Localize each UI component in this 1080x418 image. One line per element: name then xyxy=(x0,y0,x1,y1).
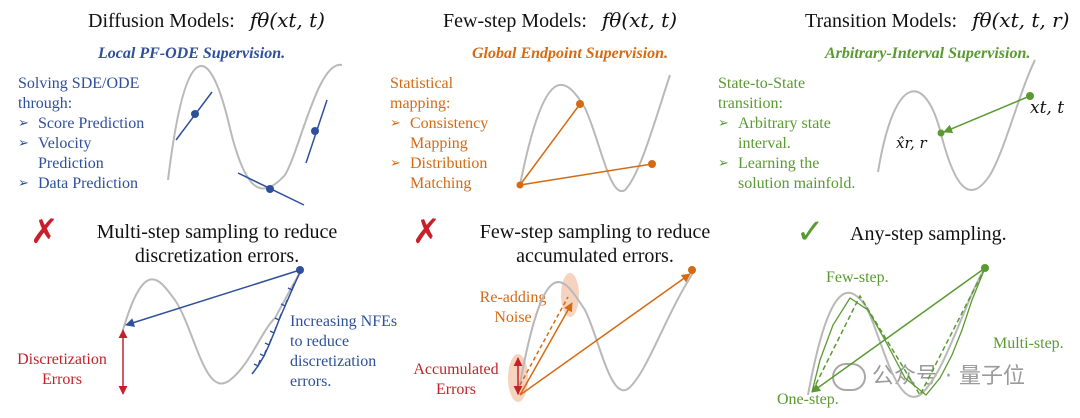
one-step-label: One-step. xyxy=(777,391,839,408)
check-icon: ✓ xyxy=(796,212,825,252)
panel3-intro: State-to-State transition: xyxy=(718,75,806,112)
point-marker xyxy=(266,185,274,193)
panel2-bottom-diagram xyxy=(508,266,696,402)
panel1-subtitle: Local PF-ODE Supervision. xyxy=(98,45,286,62)
panel3-title: Transition Models: fθ(xt, t, r) xyxy=(805,8,1069,33)
accumulated-errors-label: Accumulated Errors xyxy=(413,361,499,398)
panel1-title: Diffusion Models: fθ(xt, t) xyxy=(88,8,325,33)
panel1-top-diagram xyxy=(167,63,343,206)
multi-step-label: Multi-step. xyxy=(993,335,1064,352)
point-marker xyxy=(688,266,696,274)
one-step-arrow xyxy=(125,269,301,327)
cross-icon: ✗ xyxy=(412,212,441,252)
few-step-label: Few-step. xyxy=(826,269,889,286)
panel2-intro: Statistical mapping: xyxy=(390,75,454,112)
step-arrow xyxy=(519,302,573,396)
panel1-description: Solving SDE/ODE through: Score Predictio… xyxy=(18,74,168,194)
cross-icon: ✗ xyxy=(30,212,59,252)
panel1-bottom-diagram xyxy=(118,266,304,395)
accumulated-arrow xyxy=(519,273,691,396)
few-step-arrows xyxy=(811,267,986,397)
increasing-nfes-label: Increasing NFEs to reduce discretization… xyxy=(290,313,398,390)
sine-curve xyxy=(122,269,303,385)
xt-label: xt, t xyxy=(1030,98,1065,118)
sine-curve xyxy=(519,74,671,193)
panel1-formula: fθ(xt, t) xyxy=(249,8,325,32)
noise-halo xyxy=(561,273,579,317)
panel2-bullet: Consistency Mapping xyxy=(390,114,510,154)
panel1-bullet-list: Score Prediction Velocity Prediction Dat… xyxy=(18,114,168,194)
panel1-bullet: Score Prediction xyxy=(18,114,168,134)
panel2-title-text: Few-step Models: xyxy=(443,10,587,32)
mapping-arrow xyxy=(519,103,581,186)
panel2-subtitle: Global Endpoint Supervision. xyxy=(472,45,669,62)
point-marker xyxy=(648,160,656,168)
mapping-arrow xyxy=(519,163,653,186)
point-marker xyxy=(516,181,524,189)
re-adding-noise-label: Re-adding Noise xyxy=(479,289,547,326)
panel2-bottom-title: Few-step sampling to reduce accumulated … xyxy=(479,221,711,267)
panel1-intro: Solving SDE/ODE through: xyxy=(18,75,140,112)
panel3-formula: fθ(xt, t, r) xyxy=(972,8,1070,32)
sine-curve xyxy=(807,267,986,398)
sine-curve xyxy=(517,269,696,396)
multi-step-arrows xyxy=(811,267,986,396)
panel1-bullet: Data Prediction xyxy=(18,174,168,194)
point-marker xyxy=(576,100,584,108)
step-arrow-dashed xyxy=(519,296,569,386)
point-marker xyxy=(296,266,304,274)
arrow-heads xyxy=(253,283,295,367)
point-marker xyxy=(191,110,199,118)
panel3-bullet-list: Arbitrary state interval. Learning the s… xyxy=(718,114,858,194)
xr-label: x̂r, r xyxy=(896,134,927,152)
panel2-title: Few-step Models: fθ(xt, t) xyxy=(443,8,677,33)
discretization-errors-label: Discretization Errors xyxy=(17,351,107,388)
point-marker xyxy=(311,127,319,135)
panel3-description: State-to-State transition: Arbitrary sta… xyxy=(718,74,858,194)
point-marker xyxy=(981,264,989,272)
panel2-top-diagram xyxy=(516,74,671,193)
panel2-description: Statistical mapping: Consistency Mapping… xyxy=(390,74,515,194)
panel3-bullet: Learning the solution mainfold. xyxy=(718,154,868,194)
transition-arrow xyxy=(943,95,1031,134)
panel3-bottom-title: Any-step sampling. xyxy=(850,223,1007,245)
panel3-top-diagram xyxy=(877,59,1036,191)
panel2-bullet-list: Consistency Mapping Distribution Matchin… xyxy=(390,114,515,194)
panel1-title-text: Diffusion Models: xyxy=(88,10,235,32)
panel3-bottom-diagram xyxy=(807,264,989,398)
panel2-bullet: Distribution Matching xyxy=(390,154,510,194)
panel1-bottom-title: Multi-step sampling to reduce discretiza… xyxy=(96,221,338,267)
sine-curve xyxy=(167,63,343,190)
one-step-arrow xyxy=(811,267,986,393)
point-marker xyxy=(937,129,945,137)
point-marker xyxy=(1026,92,1034,100)
panel3-subtitle: Arbitrary-Interval Supervision. xyxy=(825,45,1031,62)
panel3-bullet: Arbitrary state interval. xyxy=(718,114,848,154)
panel1-bullet: Velocity Prediction xyxy=(18,134,138,174)
sine-curve xyxy=(877,59,1036,191)
panel3-title-text: Transition Models: xyxy=(805,10,958,32)
panel2-formula: fθ(xt, t) xyxy=(601,8,678,32)
